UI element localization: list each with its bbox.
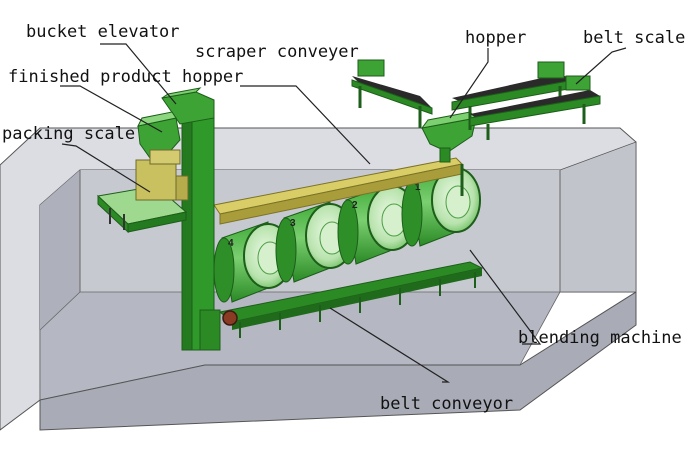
belt-conveyor-unit [218, 261, 484, 338]
leader-bucket-elevator [100, 43, 177, 105]
leader-belt-scale [575, 47, 627, 85]
pit-front-face [39, 291, 637, 431]
label-belt-conveyor: belt conveyor [380, 394, 514, 414]
leader-scraper-conveyer [240, 85, 371, 165]
blending-drums: 4 3 2 1 [213, 165, 481, 303]
label-bucket-elevator: bucket elevator [26, 22, 180, 42]
label-belt-scale: belt scale [583, 28, 686, 48]
belt-scale-right-a [451, 61, 575, 130]
belt-scale-left [351, 59, 433, 128]
label-finished-product-hopper: finished product hopper [8, 67, 244, 87]
belt-scales-unit [351, 59, 601, 140]
label-blending-machine: blending machine [518, 328, 682, 348]
packing-scale-unit [96, 149, 189, 234]
finished-product-hopper-unit [137, 111, 181, 159]
scraper-conveyer-unit [213, 157, 464, 225]
label-scraper-conveyer: scraper conveyer [195, 42, 359, 62]
pit-left-wall [40, 170, 80, 330]
leader-belt-conveyor [329, 307, 451, 383]
leader-blending-machine [469, 249, 542, 345]
pit [0, 127, 637, 431]
feed-hopper-unit [420, 111, 478, 163]
leader-hopper [449, 48, 489, 119]
drum-1 [401, 165, 481, 247]
label-hopper: hopper [465, 28, 527, 48]
label-packing-scale: packing scale [2, 124, 136, 144]
leader-finished-product-hopper [60, 85, 163, 133]
leader-packing-scale [61, 143, 151, 193]
drum-number: 2 [352, 200, 358, 211]
drum-number: 3 [290, 218, 296, 229]
drum-number: 4 [228, 238, 234, 249]
drum-number: 1 [415, 182, 421, 193]
leader-lines [60, 43, 627, 383]
